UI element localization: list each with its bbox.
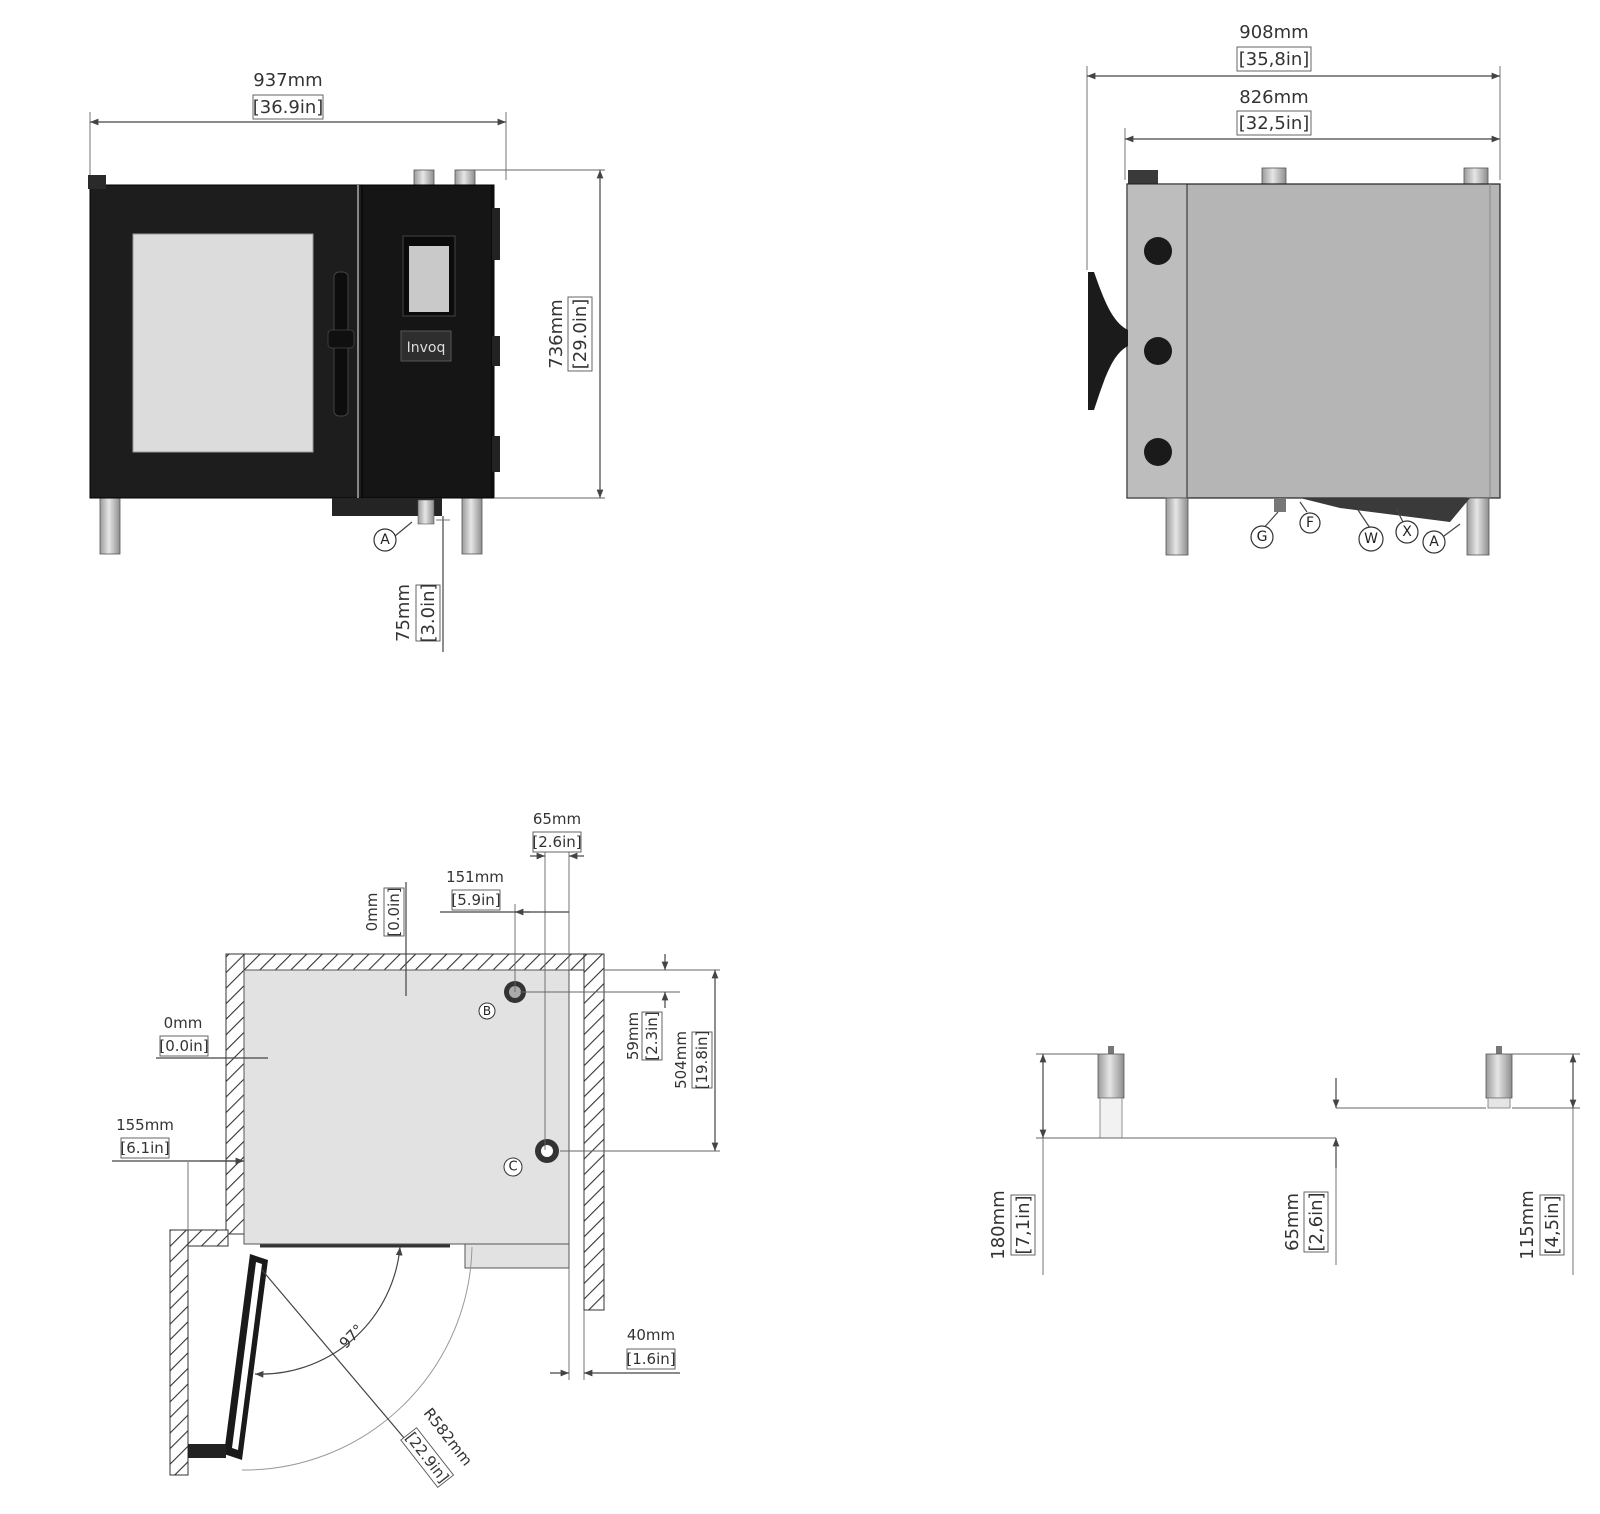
side-knob-bottom xyxy=(1144,438,1172,466)
wall-left-lower xyxy=(169,1229,189,1476)
front-leg-right xyxy=(461,495,483,555)
legs-65-in: [2,6in] xyxy=(1306,1192,1327,1251)
side-label-w: W xyxy=(1364,531,1378,547)
plan-504-mm: 504mm xyxy=(672,1031,690,1089)
plan-40-mm: 40mm xyxy=(627,1326,675,1344)
front-view: 937mm [36.9in] Invoq xyxy=(88,70,605,652)
front-height-in: [29.0in] xyxy=(570,299,591,370)
plan-65-mm: 65mm xyxy=(533,810,581,828)
side-knob-top xyxy=(1144,237,1172,265)
side-label-f: F xyxy=(1306,515,1314,531)
legs-115-in: [4,5in] xyxy=(1542,1195,1563,1254)
side-label-a: A xyxy=(1429,534,1439,550)
plan-59-mm: 59mm xyxy=(624,1012,642,1060)
plan-0-top-mm: 0mm xyxy=(363,893,381,932)
leg-short xyxy=(1485,1053,1513,1099)
side-door-handle xyxy=(1088,272,1128,410)
front-width-mm: 937mm xyxy=(253,70,322,91)
plan-155-in: [6.1in] xyxy=(120,1139,169,1157)
side-overall-mm: 908mm xyxy=(1239,22,1308,43)
plan-label-b: B xyxy=(483,1004,491,1018)
front-bottom-mm: 75mm xyxy=(393,584,414,642)
side-overall-in: [35,8in] xyxy=(1239,49,1310,70)
front-bottom-in: [3.0in] xyxy=(418,583,439,642)
plan-0-top-in: [0.0in] xyxy=(385,887,403,936)
legs-115-mm: 115mm xyxy=(1517,1190,1538,1259)
front-leg-left xyxy=(99,495,121,555)
plan-40-in: [1.6in] xyxy=(626,1350,675,1368)
side-body-mm: 826mm xyxy=(1239,87,1308,108)
side-panel xyxy=(1126,183,1501,499)
plan-view: B C 97° R582mm [22.9in] 65mm [2.6in] xyxy=(112,810,720,1488)
plan-155-mm: 155mm xyxy=(116,1116,174,1134)
legs-view: 180mm [7,1in] 65mm [2,6in] 115mm [4,5in] xyxy=(988,1046,1580,1275)
control-screen xyxy=(409,246,449,312)
front-width-in: [36.9in] xyxy=(253,97,324,118)
front-height-mm: 736mm xyxy=(546,299,567,368)
plan-504-in: [19.8in] xyxy=(693,1031,711,1090)
wall-right xyxy=(583,953,605,1311)
wall-back xyxy=(225,953,605,971)
plan-0-left-mm: 0mm xyxy=(164,1014,203,1032)
oven-door-glass xyxy=(132,233,314,453)
plan-label-c: C xyxy=(508,1160,517,1175)
side-view: 908mm [35,8in] 826mm [32,5in] G F xyxy=(1086,22,1501,556)
leg-tall xyxy=(1097,1053,1125,1099)
plan-151-in: [5.9in] xyxy=(451,891,500,909)
side-label-g: G xyxy=(1257,529,1268,545)
wall-left xyxy=(225,953,245,1235)
plan-151-mm: 151mm xyxy=(446,868,504,886)
legs-180-in: [7,1in] xyxy=(1013,1195,1034,1254)
plan-65-in: [2.6in] xyxy=(532,833,581,851)
legs-180-mm: 180mm xyxy=(988,1190,1009,1259)
front-connection-label-a: A xyxy=(380,532,390,548)
brand-logo: Invoq xyxy=(407,340,446,356)
plan-0-left-in: [0.0in] xyxy=(159,1037,208,1055)
plan-59-in: [2.3in] xyxy=(643,1011,661,1060)
door-swing-angle: 97° xyxy=(336,1321,368,1353)
side-label-x: X xyxy=(1402,524,1412,540)
side-body-in: [32,5in] xyxy=(1239,113,1310,134)
appliance-footprint xyxy=(243,969,570,1245)
legs-65-mm: 65mm xyxy=(1282,1193,1303,1251)
side-knob-middle xyxy=(1144,337,1172,365)
